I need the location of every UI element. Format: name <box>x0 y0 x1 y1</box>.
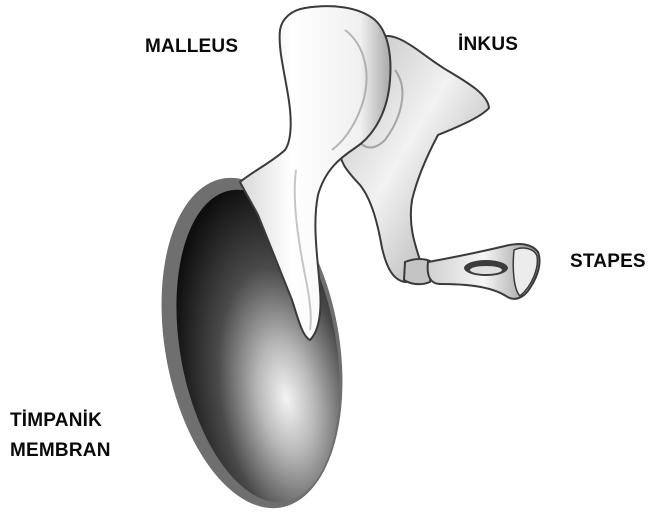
stapes-label: STAPES <box>570 249 646 275</box>
stapes-foramen-inner <box>470 266 502 274</box>
malleus-label: MALLEUS <box>145 34 238 60</box>
stapes-footplate <box>513 248 537 296</box>
stapes-bone <box>428 244 540 299</box>
tympanic-membrane-label-line2: MEMBRAN <box>10 438 111 464</box>
incus-label: İNKUS <box>458 32 518 58</box>
tympanic-membrane <box>137 163 366 512</box>
tympanic-membrane-label-line1: TİMPANİK <box>10 408 102 434</box>
